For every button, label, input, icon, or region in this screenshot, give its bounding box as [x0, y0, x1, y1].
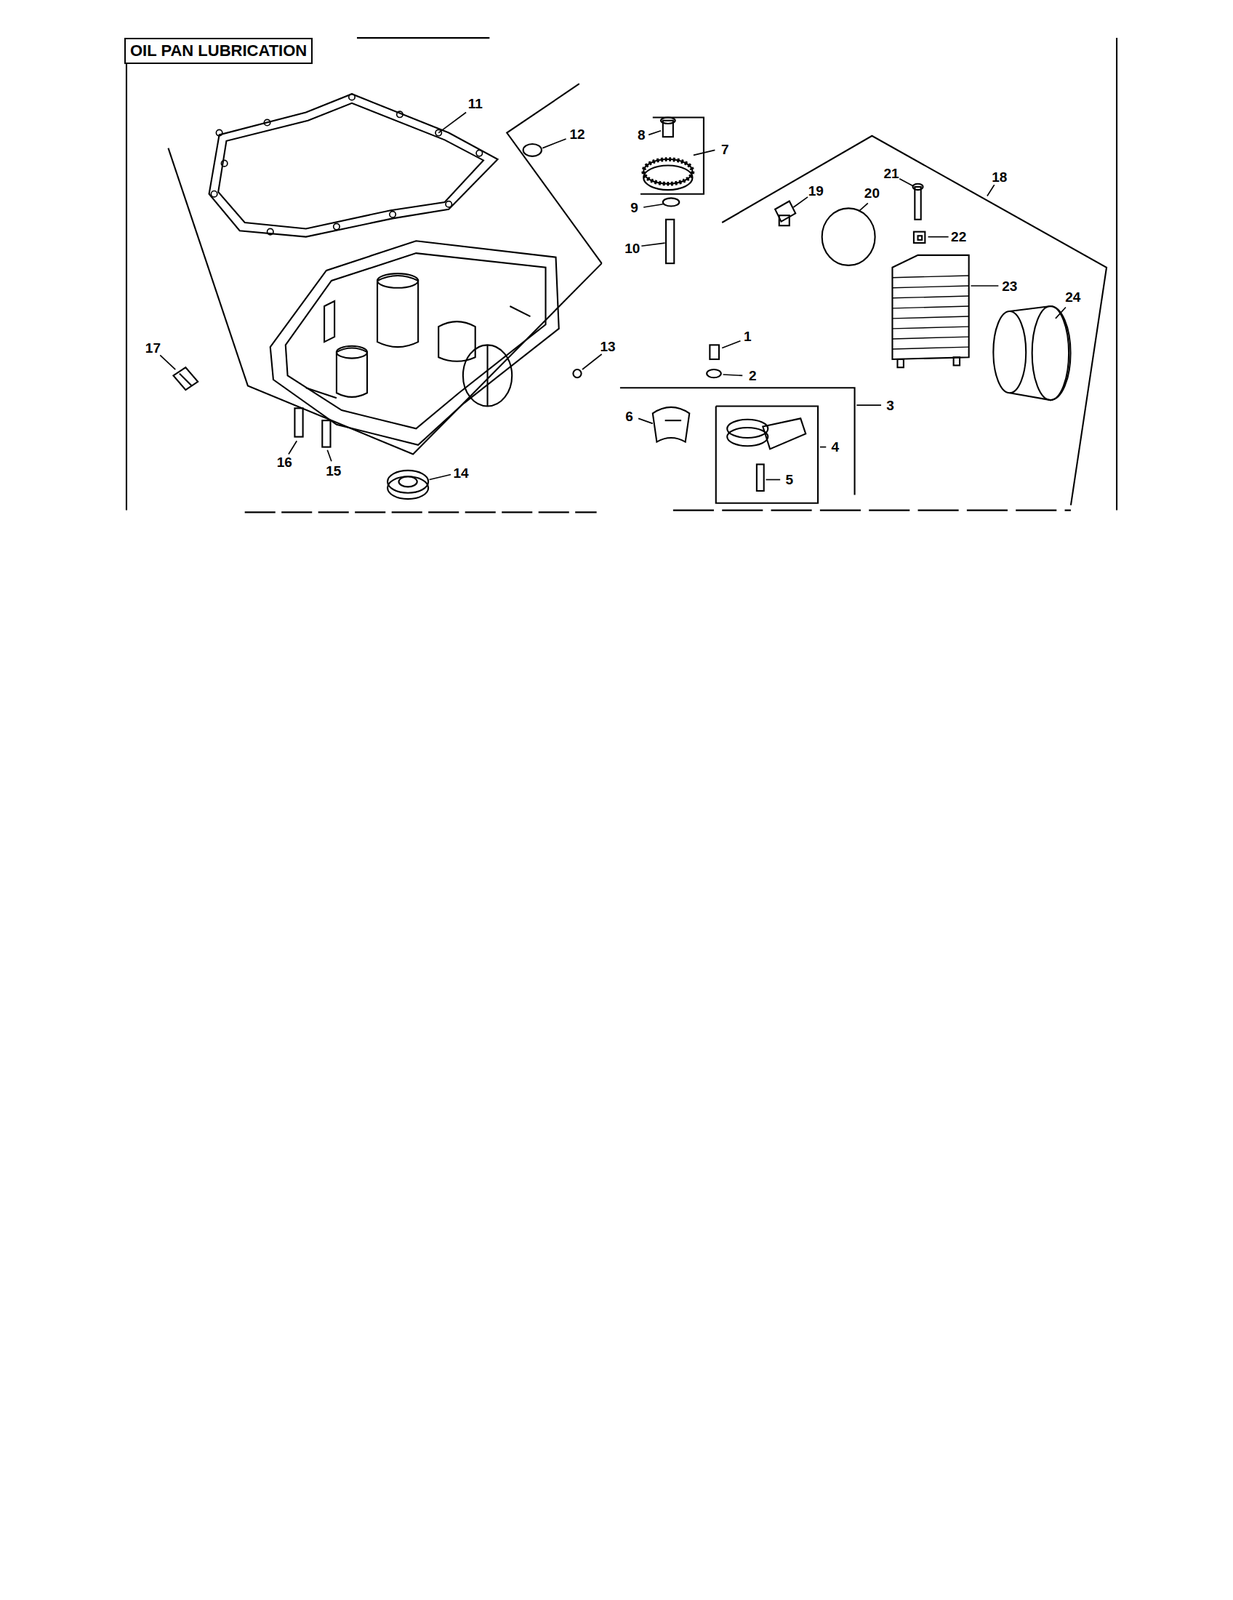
callout-number: 21: [883, 166, 899, 181]
callout-number: 10: [624, 240, 640, 255]
callout-number: 16: [276, 455, 293, 469]
diagram-title: OIL PAN LUBRICATION: [130, 41, 307, 60]
callout-number: 1: [743, 328, 752, 343]
callout-number: 3: [886, 397, 895, 412]
callout-number: 22: [950, 229, 967, 244]
callout-number: 14: [452, 465, 469, 480]
callout-number: 4: [831, 439, 840, 454]
callout-number: 15: [325, 463, 341, 477]
callout-number: 23: [1001, 278, 1018, 293]
callout-number: 6: [625, 409, 634, 424]
callout-number: 18: [991, 169, 1007, 184]
callout-number: 24: [1065, 290, 1081, 304]
callout-number: 19: [808, 183, 824, 198]
callout-number: 5: [785, 472, 794, 487]
callout-number: 12: [569, 126, 585, 141]
callout-number: 20: [864, 186, 880, 200]
callout-number: 7: [721, 141, 730, 156]
title-box: OIL PAN LUBRICATION: [124, 37, 313, 64]
callout-number: 8: [637, 127, 646, 142]
callout-number: 11: [468, 95, 483, 110]
callout-number: 9: [630, 199, 639, 214]
callout-number: 2: [748, 368, 757, 383]
callout-number: 13: [599, 338, 616, 353]
callout-number: 17: [145, 340, 161, 355]
